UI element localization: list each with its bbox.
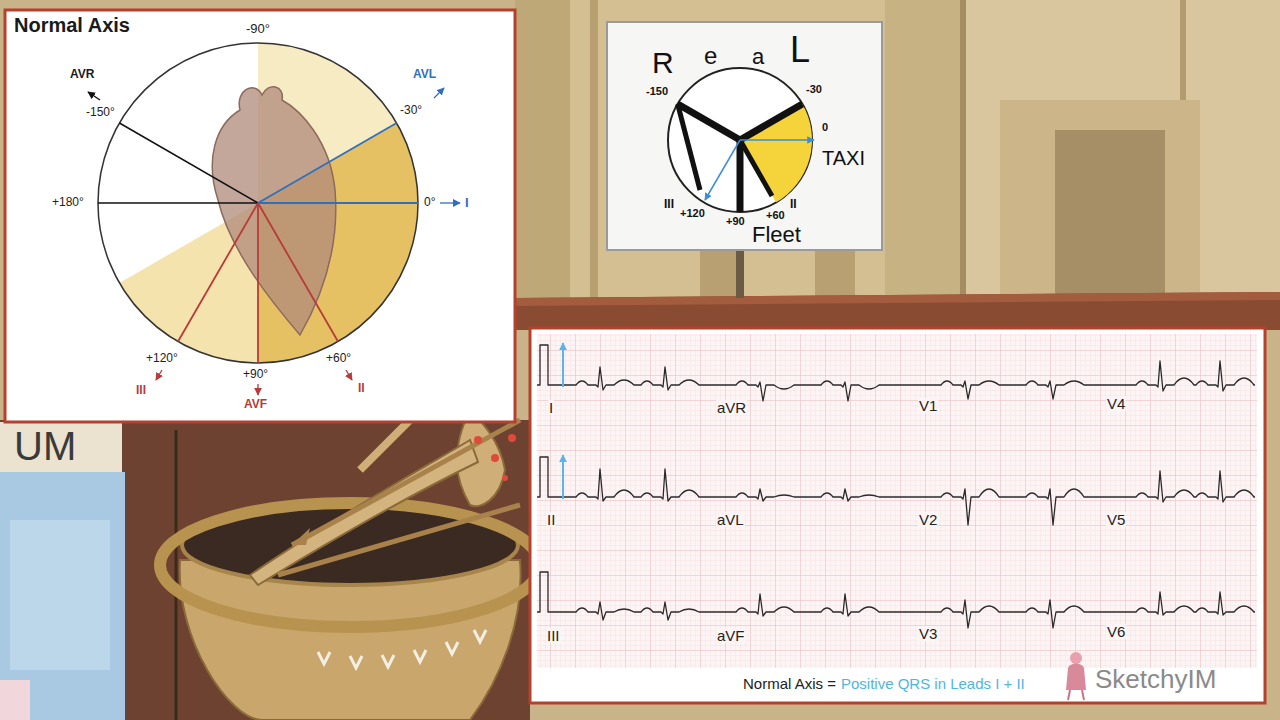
axis-label: +120°	[146, 352, 178, 364]
mnemonic-text: +120	[680, 208, 705, 219]
axis-label: +90°	[243, 368, 268, 380]
lead-label: aVR	[716, 400, 747, 415]
mnemonic-text: II	[790, 198, 797, 210]
ecg-trace	[537, 457, 1255, 525]
lead-label: III	[546, 628, 561, 643]
lead-label: V3	[918, 626, 938, 641]
axis-label: 0°	[424, 196, 435, 208]
axis-label: +60°	[326, 352, 351, 364]
caption-text: Positive QRS in Leads I + II	[841, 676, 1025, 691]
mnemonic-text: TAXI	[822, 148, 865, 168]
axis-label: III	[136, 384, 146, 396]
caption-text: Normal Axis =	[743, 676, 836, 691]
whiteboard: Re a L -150 -30 0TAXI III +120 +90 +60 II Fleet	[607, 22, 882, 250]
ecg-trace	[537, 345, 1255, 401]
mnemonic-text: L	[790, 32, 810, 68]
axis-label: -150°	[86, 106, 115, 118]
lead-label: V6	[1106, 624, 1126, 639]
axis-label: II	[358, 382, 365, 394]
mnemonic-text: 0	[822, 122, 828, 133]
axis-label: AVR	[70, 68, 94, 80]
lead-label: V2	[918, 512, 938, 527]
axis-panel: Normal Axis -90° AVR -150° AVL -30° +180° 0° I +1…	[5, 10, 515, 422]
mnemonic-text: III	[664, 198, 674, 210]
axis-label: +180°	[52, 196, 84, 208]
axis-label: AVF	[244, 398, 267, 410]
lead-label: aVL	[716, 512, 745, 527]
axis-label: -90°	[246, 22, 270, 35]
axis-label: AVL	[413, 68, 436, 80]
sign-text: UM	[14, 426, 76, 466]
mnemonic-text: -150	[646, 86, 668, 97]
mnemonic-text: Fleet	[752, 224, 801, 246]
lead-label: aVF	[716, 628, 746, 643]
ecg-traces	[537, 345, 1255, 628]
mnemonic-text: -30	[806, 84, 822, 95]
logo-text: SketchyIM	[1095, 666, 1216, 692]
ecg-trace	[537, 572, 1255, 628]
lead-label: V5	[1106, 512, 1126, 527]
lead-label: II	[546, 512, 556, 527]
mnemonic-text: +60	[766, 210, 785, 221]
mnemonic-text: a	[752, 46, 764, 68]
mnemonic-text: +90	[726, 216, 745, 227]
axis-label: I	[465, 196, 469, 209]
lead-label: V1	[918, 398, 938, 413]
axis-label: Normal Axis	[14, 15, 130, 35]
mnemonic-text: e	[704, 44, 717, 68]
ecg-panel: IaVR V1 V4II aVL V2 V5III aVF V3 V6Normal Axis =…	[530, 328, 1265, 703]
mnemonic-text: R	[652, 48, 674, 78]
lead-label: V4	[1106, 396, 1126, 411]
axis-label: -30°	[400, 104, 422, 116]
lead-label: I	[548, 400, 554, 415]
